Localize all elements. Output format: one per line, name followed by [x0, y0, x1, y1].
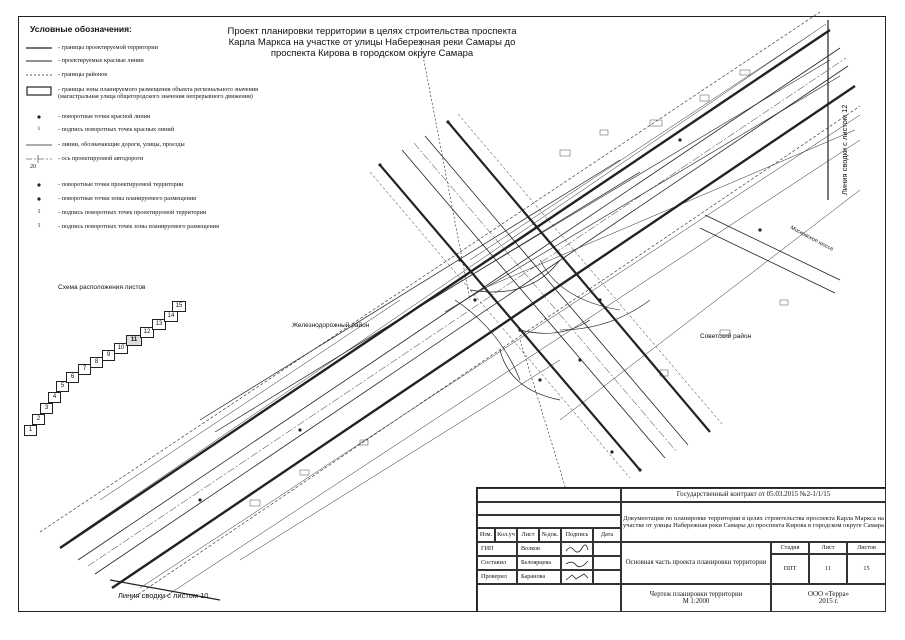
- contract-number: Государственный контракт от 05.03.2015 №…: [621, 488, 886, 502]
- col-header: Лист: [517, 528, 539, 542]
- legend-heading: Условные обозначения:: [30, 24, 132, 34]
- sheet-cell: 9: [102, 350, 115, 361]
- sheets-value: 15: [847, 554, 886, 584]
- drawing-caption: Чертеж планировки территории М 1:2000: [621, 584, 771, 612]
- signature-cell: [561, 542, 593, 556]
- main-avenue: [39, 11, 861, 601]
- upper-road: [199, 34, 856, 433]
- sheet-cell: 8: [90, 357, 103, 368]
- sheet-value: 11: [809, 554, 847, 584]
- company-year: 2015 г.: [818, 597, 839, 605]
- district-label-left: Железнодорожный район: [292, 322, 370, 329]
- sheet-frame: [18, 16, 886, 612]
- name-cell: Белоярцева: [517, 556, 561, 570]
- dot-icon: [37, 183, 41, 187]
- road-line-icon: [26, 144, 52, 146]
- sheet-cell: 1: [24, 425, 37, 436]
- signature-cell: [561, 556, 593, 570]
- sheet-cell: 15: [172, 301, 186, 312]
- sheet-scheme-heading: Схема расположения листов: [58, 284, 146, 291]
- sheet-cell: 12: [140, 327, 154, 338]
- signature-icon: [565, 560, 589, 568]
- part-title: Основная часть проекта планировки террит…: [621, 542, 771, 584]
- company-name: ООО «Терра»: [807, 589, 850, 598]
- cross-street: [369, 113, 723, 479]
- stage-label: Стадия: [771, 542, 809, 554]
- sheet-cell: 3: [40, 403, 53, 414]
- col-header: №док.: [539, 528, 561, 542]
- drawing-title: Проект планировки территории в целях стр…: [227, 26, 517, 59]
- district-label-right: Советский район: [700, 333, 752, 340]
- col-header: Кол.уч: [495, 528, 517, 542]
- axis-icon: [26, 155, 52, 163]
- sheet-cell: 4: [48, 392, 61, 403]
- sheet-cell: 7: [78, 364, 91, 375]
- sheet-cell: 6: [66, 372, 79, 383]
- zone-boundary-icon: [26, 86, 52, 96]
- role-cell: Составил: [477, 556, 517, 570]
- col-header: Изм.: [477, 528, 495, 542]
- sheets-label: Листов: [847, 542, 886, 554]
- sheet-cell: 2: [32, 414, 45, 425]
- name-cell: Волков: [517, 542, 561, 556]
- sheet-cell-current: 11: [126, 335, 142, 346]
- col-header: Дата: [593, 528, 621, 542]
- document-title: Документация по планировке территории в …: [621, 502, 886, 542]
- company-block: ООО «Терра» 2015 г.: [771, 584, 886, 612]
- district-boundary-icon: [26, 74, 52, 76]
- dot-icon: [37, 115, 41, 119]
- sheet-cell: 14: [164, 311, 178, 322]
- signature-icon: [565, 573, 589, 581]
- name-cell: Баранова: [517, 570, 561, 584]
- sheet-cell: 10: [114, 343, 128, 354]
- sheet-cell: 5: [56, 381, 69, 392]
- dot-icon: [37, 197, 41, 201]
- drawing-scale: М 1:2000: [682, 598, 710, 605]
- axis-number: 20: [30, 164, 36, 170]
- sheet-label: Лист: [809, 542, 847, 554]
- match-line-bottom: Линия сводки с листом 10: [118, 591, 209, 600]
- match-line-top: Линия сводки с листом 12: [840, 104, 849, 195]
- title-block: Изм. Кол.уч Лист №док. Подпись Дата ГИП …: [476, 487, 886, 612]
- boundary-line-icon: [26, 47, 52, 49]
- col-header: Подпись: [561, 528, 593, 542]
- lower-road: [99, 139, 861, 601]
- drawing-name: Чертеж планировки территории: [649, 590, 743, 598]
- signature-icon: [565, 544, 589, 553]
- signature-cell: [561, 570, 593, 584]
- sheet-cell: 13: [152, 319, 166, 330]
- red-line-icon: [26, 60, 52, 62]
- stage-value: ППТ: [771, 554, 809, 584]
- role-cell: ГИП: [477, 542, 517, 556]
- role-cell: Проверил: [477, 570, 517, 584]
